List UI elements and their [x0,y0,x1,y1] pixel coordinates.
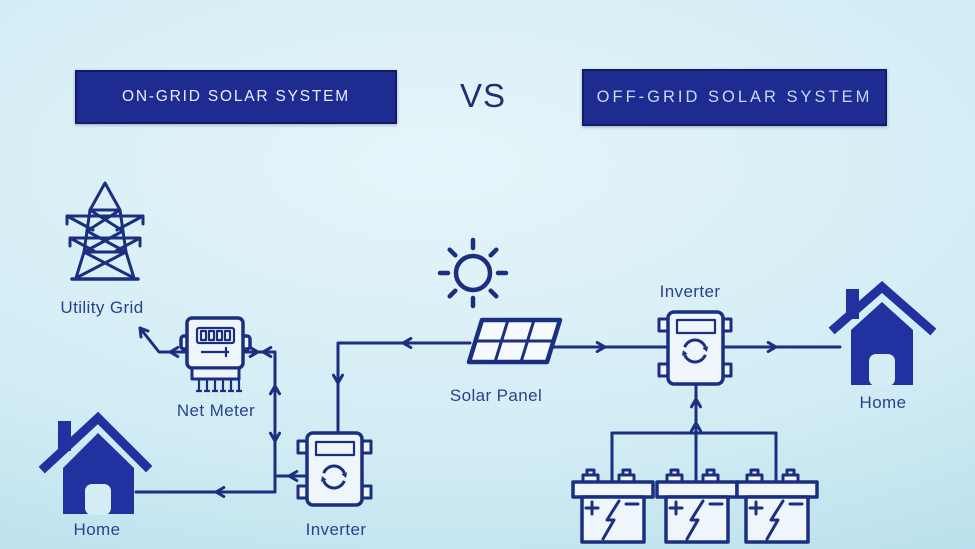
arrow-right-to-home [766,341,778,353]
transmission-tower-icon [65,181,145,281]
arrow-to-grid [138,326,150,339]
arrow-up-to-inverter-2 [690,421,702,433]
home-label-left: Home [73,520,121,539]
battery-icon-1 [571,468,655,544]
arrow-down-to-inverter [332,373,344,385]
arrow-up-vertical [269,384,281,396]
net-meter-label: Net Meter [176,401,256,420]
inverter-icon-left [296,431,373,507]
sync-arrows-icon [320,464,348,490]
wires [134,326,842,498]
house-icon-left [38,411,153,515]
arrow-right-from-meter [248,346,260,358]
arrow-up-to-inverter-1 [690,397,702,409]
arrow-left-into-diagonal [168,346,180,358]
off-grid-banner: OFF-GRID SOLAR SYSTEM [582,69,887,126]
arrow-left-to-home [214,486,226,498]
arrow-left-from-inverter [287,470,299,482]
inverter-label-left: Inverter [305,520,367,539]
off-grid-banner-label: OFF-GRID SOLAR SYSTEM [596,88,873,106]
house-icon-right [828,281,937,386]
arrow-down-vertical [269,431,281,443]
vs-text: VS [459,77,507,114]
arrow-left-from-panel [401,337,413,349]
sync-arrows-icon [681,338,709,364]
on-grid-banner-label: ON-GRID SOLAR SYSTEM [121,88,351,105]
home-label-right: Home [859,393,907,412]
solar-panel-label: Solar Panel [449,386,543,405]
wire-meter-junction-home [134,350,277,494]
arrow-left-to-meter [261,346,273,358]
sun-icon [437,237,509,309]
wire-grid-to-meter [138,326,188,354]
wire-panel-to-left-inverter [336,341,472,433]
solar-panel-icon [466,317,563,365]
inverter-icon-right [657,310,733,386]
inverter-label-right: Inverter [659,282,721,301]
electric-meter-icon [179,316,252,393]
arrow-right-to-inverter [595,341,607,353]
on-grid-banner: ON-GRID SOLAR SYSTEM [75,70,397,124]
battery-icon-3 [735,468,819,544]
battery-icon-2 [655,468,739,544]
utility-grid-label: Utility Grid [60,298,144,317]
